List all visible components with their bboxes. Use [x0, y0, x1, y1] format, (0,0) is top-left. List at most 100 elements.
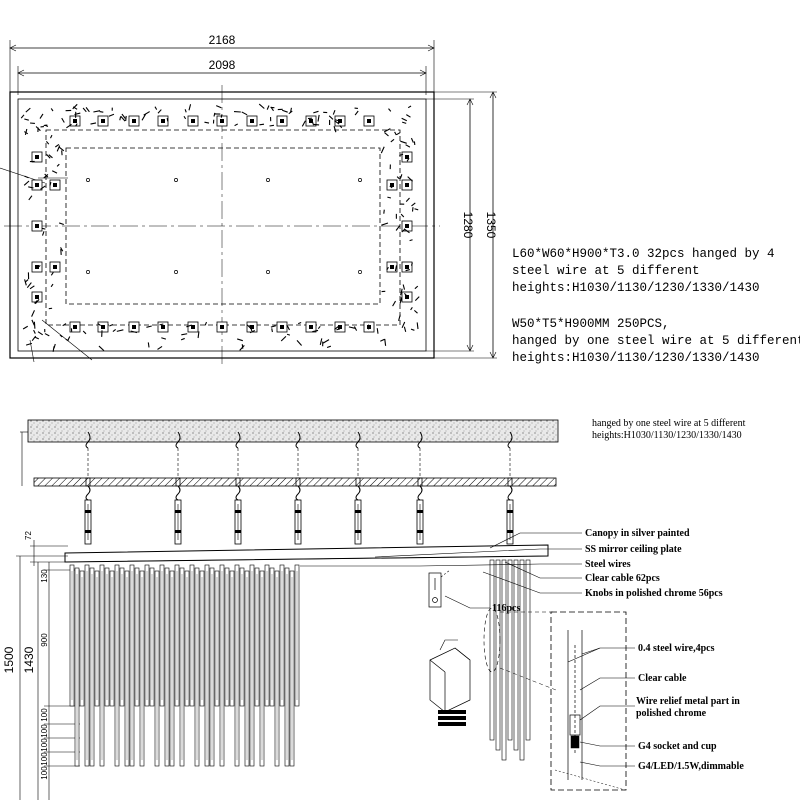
hanging-point: [266, 178, 270, 182]
flat-bar: [112, 328, 117, 333]
detail-wire-relief: Wire relief metal part in: [636, 696, 740, 707]
flat-bar: [33, 321, 36, 329]
square-element-core: [161, 119, 165, 123]
flat-bar: [29, 285, 35, 290]
flat-bar: [414, 208, 419, 211]
flat-bar: [301, 120, 306, 127]
flat-bar: [403, 326, 407, 332]
flat-bar: [399, 174, 403, 179]
flat-bar: [99, 110, 104, 113]
flat-bar: [37, 331, 44, 336]
square-element-core: [132, 119, 136, 123]
detail-steel-wire: 0.4 steel wire,4pcs: [638, 643, 715, 654]
flat-bar: [249, 324, 253, 332]
square-element-core: [250, 325, 254, 329]
flat-bar: [59, 222, 64, 226]
plate-hook: [507, 485, 513, 501]
flat-bar: [271, 328, 273, 333]
square-element-core: [250, 119, 254, 123]
chain-link: [416, 499, 424, 545]
chain-knob: [235, 510, 241, 513]
flat-bar: [333, 126, 337, 133]
flat-bar: [317, 325, 321, 330]
square-element-core: [101, 119, 105, 123]
side-bar: [519, 559, 525, 761]
flat-bar: [44, 333, 50, 337]
flat-bar: [54, 143, 60, 148]
detail-led: G4/LED/1.5W,dimmable: [638, 761, 744, 772]
hanging-point: [86, 178, 90, 182]
flat-bar: [402, 121, 407, 124]
flat-bar: [234, 123, 239, 127]
flat-bar: [380, 146, 385, 154]
dim-1500: 1500: [2, 646, 16, 673]
flat-bar: [312, 329, 319, 333]
flat-bar: [394, 265, 398, 272]
flat-bar: [400, 297, 403, 301]
hanging-point: [358, 178, 362, 182]
flat-bar: [204, 321, 208, 326]
square-element-core: [390, 183, 394, 187]
flat-bar: [43, 174, 49, 179]
canopy-bar: [64, 544, 549, 563]
chain-knob: [507, 510, 513, 513]
flat-bar: [59, 334, 63, 338]
flat-bar: [45, 141, 50, 145]
flat-bar: [25, 279, 29, 283]
chain-knob: [85, 510, 91, 513]
callout-clear-cable: Clear cable 62pcs: [585, 573, 660, 584]
plate-hook: [417, 485, 423, 501]
top-view: [0, 40, 497, 365]
flat-bar: [33, 329, 36, 334]
dim-100: 100: [40, 752, 49, 766]
flat-bar: [184, 109, 187, 113]
flat-bar: [24, 279, 27, 286]
flat-bar: [286, 333, 291, 336]
flat-bar: [241, 344, 244, 349]
flat-bar: [154, 106, 158, 110]
flat-bar: [403, 228, 410, 234]
chain-link: [506, 499, 514, 545]
flat-bar: [108, 113, 115, 117]
flat-bar: [398, 314, 401, 321]
square-element-core: [191, 119, 195, 123]
ceiling-hook: [85, 431, 91, 449]
flat-bar: [322, 339, 330, 344]
spec-block-1: L60*W60*H900*T3.0 32pcs hanged by 4 stee…: [512, 247, 775, 295]
callout-knobs: Knobs in polished chrome 56pcs: [585, 588, 723, 599]
flat-bar: [270, 325, 276, 328]
spec-line: heights:H1030/1130/1230/1330/1430: [512, 351, 760, 365]
dim-100: 100: [40, 766, 49, 780]
flat-bar: [180, 337, 185, 341]
flat-bar: [334, 119, 340, 122]
flat-bar: [166, 117, 169, 122]
flat-bar: [249, 330, 256, 334]
flat-bar: [213, 112, 216, 117]
detail-callout-labels: 0.4 steel wire,4pcs Clear cable Wire rel…: [636, 643, 744, 772]
dim-72: 72: [24, 531, 33, 540]
hook-clip: [507, 477, 513, 487]
square-element-core: [338, 119, 342, 123]
flat-bar: [41, 227, 46, 230]
hanging-chains: [84, 431, 514, 545]
flat-bar: [49, 182, 52, 186]
flat-bar: [409, 239, 413, 242]
square-element-core: [35, 224, 39, 228]
flat-bar: [97, 322, 101, 327]
flat-bar: [328, 115, 334, 120]
square-element-core: [280, 325, 284, 329]
flat-bar: [98, 345, 105, 352]
dim-100: 100: [40, 724, 49, 738]
ceiling-hook: [355, 431, 361, 449]
flat-bar: [410, 137, 414, 143]
flat-bar: [51, 170, 58, 174]
flat-bar: [410, 328, 415, 331]
hook-clip: [85, 477, 91, 487]
flat-bar: [34, 300, 38, 304]
square-element-core: [405, 183, 409, 187]
flat-bar: [186, 324, 192, 328]
flat-bar: [39, 113, 44, 119]
flat-bar: [143, 111, 150, 116]
flat-bar: [381, 222, 389, 226]
